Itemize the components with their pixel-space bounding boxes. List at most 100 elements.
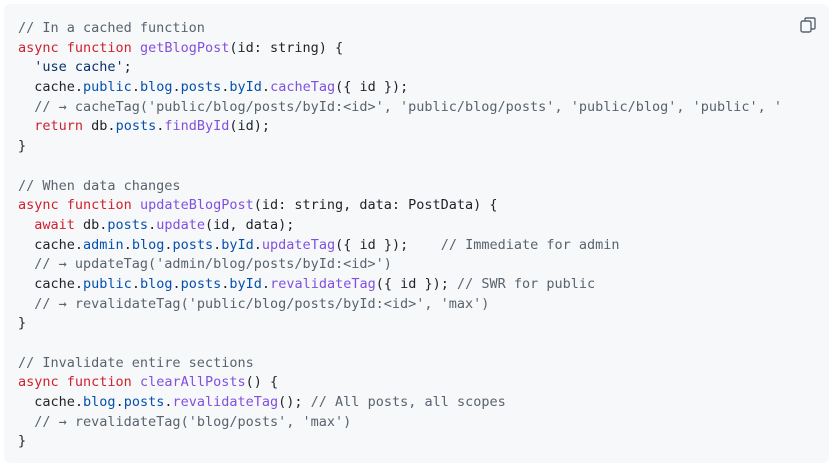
code-comment: // → revalidateTag('public/blog/posts/by… xyxy=(34,295,490,312)
code-comment: // → revalidateTag('blog/posts', 'max') xyxy=(34,413,352,430)
code-text: (id: string, data: PostData) { xyxy=(253,197,498,214)
copy-icon[interactable] xyxy=(799,16,817,34)
code-text: } xyxy=(18,315,27,332)
code-line: cache.admin.blog.posts.byId.updateTag({ … xyxy=(18,236,782,256)
code-text: (); xyxy=(278,394,311,411)
code-keyword: async function xyxy=(18,374,132,391)
code-line: } xyxy=(18,314,782,334)
code-line: // → revalidateTag('blog/posts', 'max') xyxy=(18,413,782,433)
code-comment: // → cacheTag('public/blog/posts/byId:<i… xyxy=(34,98,783,115)
code-line: cache.blog.posts.revalidateTag(); // All… xyxy=(18,393,782,413)
code-line: cache.public.blog.posts.byId.cacheTag({ … xyxy=(18,78,782,98)
code-text: . xyxy=(261,79,271,96)
code-property: admin xyxy=(83,236,124,253)
code-text: (id: string) { xyxy=(229,39,344,56)
code-keyword: await xyxy=(34,216,75,233)
code-text: . xyxy=(148,216,157,233)
code-line: async function clearAllPosts() { xyxy=(18,373,782,393)
code-function-name: revalidateTag xyxy=(270,275,376,292)
code-text: ({ id }); xyxy=(335,236,441,253)
code-text: . xyxy=(164,394,173,411)
code-text: (id, data); xyxy=(204,216,295,233)
code-property: blog xyxy=(83,394,116,411)
code-text: . xyxy=(115,394,124,411)
code-line: // → revalidateTag('public/blog/posts/by… xyxy=(18,295,782,315)
code-text: cache. xyxy=(34,275,84,292)
code-function-name: clearAllPosts xyxy=(139,374,246,391)
code-text: cache. xyxy=(34,79,84,96)
code-line: // When data changes xyxy=(18,177,782,197)
code-line: cache.public.blog.posts.byId.revalidateT… xyxy=(18,275,782,295)
code-text: db. xyxy=(74,216,108,233)
code-text: . xyxy=(253,236,262,253)
code-comment: // When data changes xyxy=(18,177,181,194)
code-text: ({ id }); xyxy=(335,79,409,96)
code-text: . xyxy=(123,236,132,253)
code-property: byId xyxy=(221,236,254,253)
code-function-name: update xyxy=(156,216,205,233)
code-function-name: updateBlogPost xyxy=(139,197,254,214)
code-text: . xyxy=(164,236,173,253)
code-comment: // SWR for public xyxy=(457,275,596,292)
code-function-name: revalidateTag xyxy=(172,394,279,411)
code-text: ({ id }); xyxy=(375,275,458,292)
code-block: // In a cached function async function ge… xyxy=(4,4,829,463)
code-property: posts xyxy=(115,118,157,135)
code-text: cache. xyxy=(34,236,84,253)
code-function-name: updateTag xyxy=(261,236,336,253)
code-line: } xyxy=(18,137,782,157)
code-keyword: async function xyxy=(18,39,132,56)
code-text: ; xyxy=(123,59,132,76)
code-property: blog xyxy=(131,236,165,253)
code-string: 'use cache' xyxy=(34,59,124,76)
code-text: (id); xyxy=(229,118,271,135)
code-line: // Invalidate entire sections xyxy=(18,354,782,374)
code-line-blank xyxy=(18,334,782,354)
code-text: db. xyxy=(83,118,116,135)
code-comment: // Invalidate entire sections xyxy=(18,354,254,371)
code-keyword: async function xyxy=(18,197,132,214)
code-property: blog xyxy=(139,79,173,96)
code-function-name: findById xyxy=(164,118,230,135)
code-text: . xyxy=(172,79,181,96)
code-text: . xyxy=(221,79,230,96)
code-text: . xyxy=(261,275,271,292)
code-property: public xyxy=(83,79,132,96)
copy-button[interactable] xyxy=(799,16,817,34)
code-line: 'use cache'; xyxy=(18,58,782,78)
code-keyword: return xyxy=(34,118,84,135)
code-line: // → updateTag('admin/blog/posts/byId:<i… xyxy=(18,255,782,275)
code-property: blog xyxy=(139,275,173,292)
code-line: } xyxy=(18,432,782,452)
code-text: . xyxy=(131,275,140,292)
code-comment: // In a cached function xyxy=(18,20,205,36)
code-line: // In a cached function xyxy=(18,19,782,39)
code-text: . xyxy=(213,236,222,253)
code-property: posts xyxy=(180,79,222,96)
code-text: . xyxy=(131,79,140,96)
code-property: posts xyxy=(107,216,149,233)
code-line: async function updateBlogPost(id: string… xyxy=(18,196,782,216)
code-line: await db.posts.update(id, data); xyxy=(18,216,782,236)
code-text: () { xyxy=(245,374,279,391)
code-property: posts xyxy=(180,275,222,292)
code-comment: // All posts, all scopes xyxy=(310,394,506,411)
code-comment: // Immediate for admin xyxy=(440,236,620,253)
code-function-name: getBlogPost xyxy=(139,39,230,56)
code-text: . xyxy=(172,275,181,292)
code-property: posts xyxy=(123,394,165,411)
code-comment: // → updateTag('admin/blog/posts/byId:<i… xyxy=(34,256,392,273)
code-function-name: cacheTag xyxy=(270,79,336,96)
code-line: // → cacheTag('public/blog/posts/byId:<i… xyxy=(18,98,782,118)
code-text: cache. xyxy=(34,394,84,411)
code-line: return db.posts.findById(id); xyxy=(18,117,782,137)
code-property: posts xyxy=(172,236,214,253)
code-property: byId xyxy=(229,275,262,292)
code-line: async function getBlogPost(id: string) { xyxy=(18,39,782,59)
code-property: byId xyxy=(229,79,262,96)
code-property: public xyxy=(83,275,132,292)
code-text: } xyxy=(18,433,27,450)
code-line-blank xyxy=(18,157,782,177)
code-body: // In a cached function async function ge… xyxy=(18,19,782,452)
code-text: . xyxy=(221,275,230,292)
